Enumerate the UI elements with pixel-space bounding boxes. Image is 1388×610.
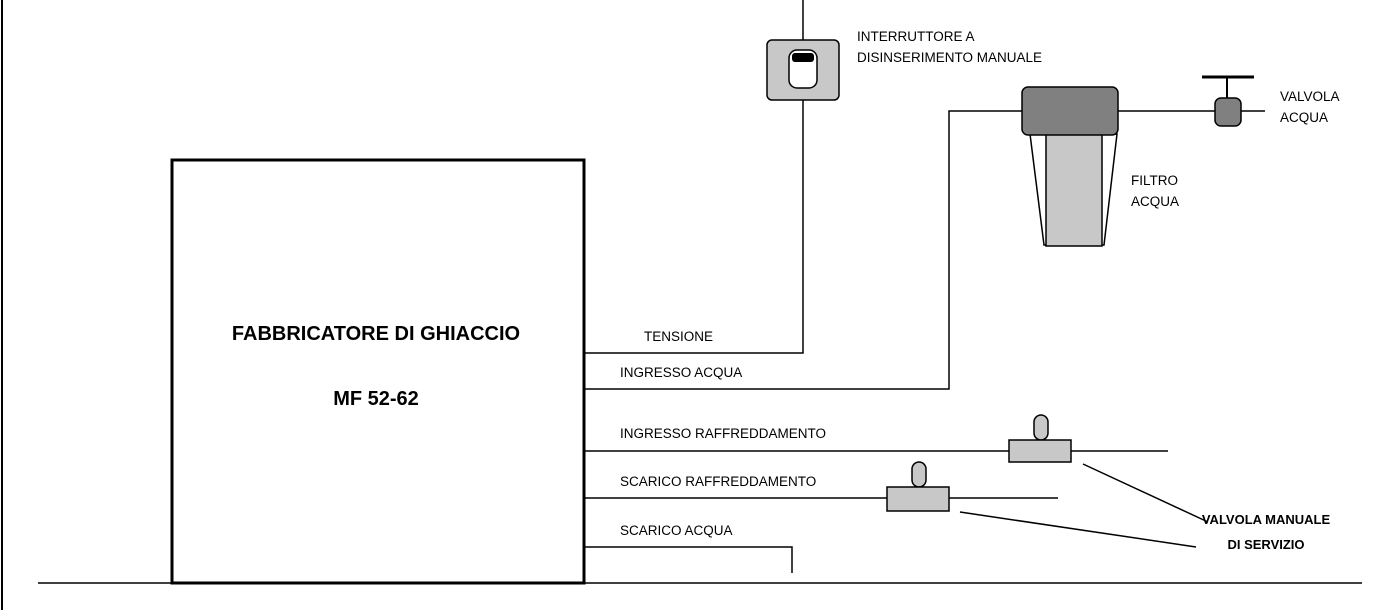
- water-valve-label-line1: VALVOLA: [1280, 89, 1340, 104]
- cooling-inlet-label: INGRESSO RAFFREDDAMENTO: [620, 426, 826, 441]
- service-valve-leader-2: [959, 511, 1197, 548]
- ice-maker-box: [170, 158, 586, 585]
- ice-maker-title: FABBRICATORE DI GHIACCIO: [232, 323, 520, 345]
- ice-maker-model: MF 52-62: [333, 388, 419, 410]
- water-valve-label-line2: ACQUA: [1280, 110, 1328, 125]
- switch-label-line2: DISINSERIMENTO MANUALE: [857, 50, 1042, 65]
- switch-label-line1: INTERRUTTORE A: [857, 29, 975, 44]
- water-inlet-label: INGRESSO ACQUA: [620, 365, 742, 380]
- filter-label-line2: ACQUA: [1131, 194, 1179, 209]
- water-filter: [1021, 86, 1119, 247]
- cooling-inlet-service-valve: [1008, 414, 1072, 463]
- manual-disconnect-switch: [766, 39, 840, 101]
- filter-label-line1: FILTRO: [1131, 173, 1178, 188]
- service-valve-leader-1: [1082, 463, 1209, 523]
- service-valve-label-line1: VALVOLA MANUALE: [1202, 512, 1331, 527]
- cooling-drain-label: SCARICO RAFFREDDAMENTO: [620, 474, 816, 489]
- water-inlet-line: [584, 110, 1022, 390]
- cooling-drain-service-valve: [886, 461, 950, 512]
- water-drain-line: [584, 546, 793, 573]
- service-valve-label-line2: DI SERVIZIO: [1227, 537, 1304, 552]
- power-line: [584, 0, 804, 354]
- water-drain-label: SCARICO ACQUA: [620, 523, 733, 538]
- switch-toggle-icon: [792, 53, 814, 62]
- water-valve: [1202, 75, 1254, 127]
- power-label: TENSIONE: [644, 329, 713, 344]
